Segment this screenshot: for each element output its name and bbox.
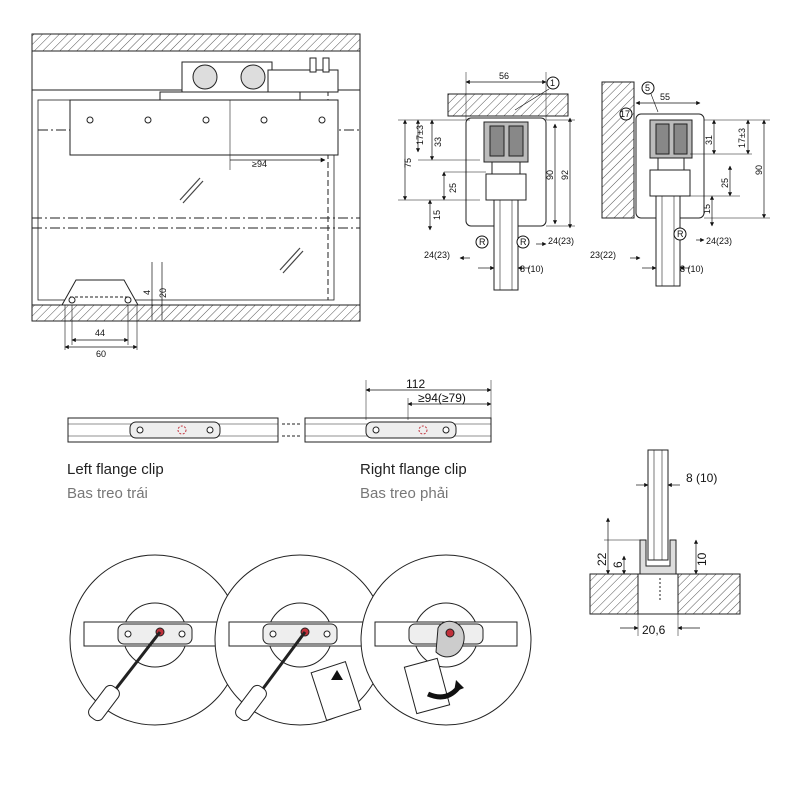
cross-section-a: 56 1 75 17±3 33 25 15 90 92 [398,71,575,291]
install-step-3 [360,554,532,726]
dim-20: 20 [158,288,168,298]
dim-8-c: 8 (10) [686,471,717,485]
dim-33-a: 33 [433,137,443,147]
door-front-view: ≥94 4 20 44 60 [31,33,361,359]
glass-edge-a [493,199,519,291]
dim-10: 10 [695,552,709,566]
dim-90-b: 90 [754,165,764,175]
dim-90-a: 90 [545,170,555,180]
screwdriver-icon [88,684,120,722]
dim-75-a: 75 [403,158,413,168]
dim-22: 22 [595,552,609,566]
dim-112: 112 [406,377,425,391]
floor-guide [61,279,139,306]
ceiling-hatch-a [447,93,569,117]
marker-r-b: R [677,229,684,239]
install-step-1 [69,554,241,726]
left-clip [129,421,221,439]
floor-hatch [31,304,361,322]
marker-17: 17 [620,109,630,119]
install-step-2 [214,554,386,726]
dim-4: 4 [142,290,152,295]
dim-60: 60 [96,349,106,359]
glass-edge-b [655,195,681,287]
top-rail [69,99,339,156]
glass-panel-insert [310,661,362,721]
dim-24-left-a: 24(23) [424,250,450,260]
left-flange-clip-subtitle: Bas treo trái [67,485,148,502]
dim-56-a: 56 [499,71,509,81]
dim-23-b: 23(22) [590,250,616,260]
marker-1: 1 [550,78,555,88]
dim-24-b: 24(23) [706,236,732,246]
rotating-cam [435,620,465,658]
flange-clip-strips: 112 ≥94(≥79) [67,377,492,443]
dim-17-a: 17±3 [415,125,425,145]
glass-edge-c [647,449,669,561]
left-flange-clip-title: Left flange clip [67,461,164,478]
right-flange-clip-subtitle: Bas treo phải [360,485,449,502]
door-frame [31,50,361,306]
marker-r1-a: R [479,237,486,247]
right-flange-clip-title: Right flange clip [360,461,467,478]
dim-6: 6 [611,561,625,568]
floor-guide-c [639,539,677,575]
dim-92-a: 92 [560,170,570,180]
dim-24-right-a: 24(23) [548,236,574,246]
right-clip [365,421,457,439]
dim-25-a: 25 [448,183,458,193]
dim-31-b: 31 [704,135,714,145]
wall-hatch-b [601,81,635,219]
arrow-up-icon [331,670,343,680]
dim-55-b: 55 [660,92,670,102]
dim-8-b: 8 (10) [680,264,704,274]
ceiling-hatch [31,33,361,52]
dim-20-6: 20,6 [642,623,666,637]
dim-94: ≥94 [252,159,267,169]
marker-5: 5 [645,83,650,93]
glass-panel-insert [403,657,451,715]
screwdriver-icon [235,684,267,722]
dim-25-b: 25 [720,178,730,188]
dim-15-a: 15 [432,210,442,220]
marker-r2-a: R [520,237,527,247]
roller-carriage [159,57,339,101]
cross-section-b: 5 55 17 31 17±3 25 15 90 R 24(23) 23(22) [590,81,770,287]
dim-17-b: 17±3 [737,128,747,148]
bottom-guide-section: 8 (10) 22 6 10 20,6 [589,449,741,637]
dim-8-a: 8 (10) [520,264,544,274]
dim-94-79: ≥94(≥79) [418,391,466,405]
dim-44: 44 [95,328,105,338]
dim-15-b: 15 [702,204,712,214]
